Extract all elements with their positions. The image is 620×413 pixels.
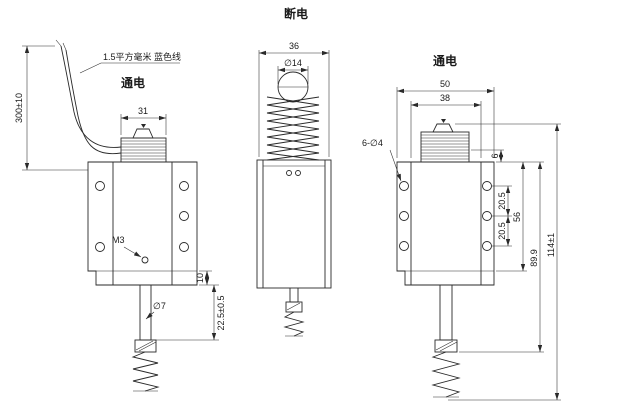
dim-top-offset: 6 [471, 149, 544, 163]
plunger-shaft [434, 285, 458, 353]
left-state-label: 通电 [121, 75, 145, 90]
dim-overall-width: 50 [396, 79, 495, 158]
bottom-spring [283, 311, 305, 337]
dim-tube-dia: ∅14 [277, 58, 309, 84]
dim-hole-pitch-bottom: 20.5 [492, 216, 512, 247]
solenoid-body [256, 159, 332, 289]
dim-depth-label: 36 [289, 41, 299, 51]
terminal-hole [286, 170, 292, 176]
plunger-tip [432, 119, 454, 133]
right-view: 通电 50 38 6-∅4 [362, 53, 561, 401]
dim-overall-width-label: 50 [440, 79, 450, 89]
dim-coil-width-label: 31 [138, 106, 148, 116]
dim-plate-thickness: 10 [195, 270, 219, 286]
frame-body [396, 161, 495, 286]
return-spring [131, 351, 160, 392]
dim-inner-width-label: 38 [440, 93, 450, 103]
dim-tube-dia-label: ∅14 [284, 58, 302, 68]
dim-top-offset-label: 6 [490, 153, 500, 158]
dim-wire-length-label: 300±10 [14, 93, 24, 123]
left-view: 1.5平方毫米 蓝色线 通电 300±10 31 [14, 39, 226, 392]
dim-coil-width: 31 [120, 106, 167, 135]
dim-body-length: 89.9 [459, 162, 544, 353]
terminal-hole [295, 170, 301, 176]
dim-depth: 36 [258, 41, 330, 157]
dim-frame-height: 56 [496, 162, 527, 272]
plunger-tip [132, 124, 154, 139]
drawing-title: 断电 [284, 6, 308, 21]
lead-wires [55, 39, 122, 155]
extended-spring [266, 96, 320, 161]
plunger-shaft [134, 285, 157, 353]
shaft-dia-callout: ∅7 [145, 301, 166, 320]
dim-frame-height-label: 56 [512, 212, 522, 222]
middle-view: 36 ∅14 [256, 41, 332, 337]
thread-callout: M3 [112, 235, 149, 264]
dim-hole-pitch-bottom-label: 20.5 [497, 222, 507, 240]
dim-hole-pitch-top: 20.5 [492, 185, 512, 217]
wire-label-leader [79, 62, 180, 74]
return-spring [431, 351, 461, 398]
mounting-holes [95, 181, 189, 252]
frame-body [87, 161, 198, 286]
wire-label: 1.5平方毫米 蓝色线 [103, 51, 181, 62]
thread-label: M3 [112, 235, 125, 245]
shaft-dia-label: ∅7 [153, 301, 166, 311]
mount-holes-label: 6-∅4 [362, 138, 383, 148]
coil-stack [420, 131, 470, 163]
spring-top-loop [277, 71, 309, 103]
dim-inner-width: 38 [410, 93, 482, 158]
right-state-label: 通电 [433, 53, 457, 68]
mounting-holes [399, 181, 492, 251]
mount-holes-callout: 6-∅4 [362, 138, 402, 182]
dim-plate-label: 10 [195, 273, 205, 283]
coil-stack [120, 137, 167, 163]
dim-wire-length: 300±10 [14, 45, 88, 171]
dim-hole-pitch-top-label: 20.5 [497, 192, 507, 210]
dim-stroke-label: 22.5±0.5 [216, 296, 226, 331]
dim-stroke: 22.5±0.5 [153, 285, 226, 341]
dim-overall-length-label: 114±1 [546, 233, 556, 257]
dim-overall-length: 114±1 [448, 123, 561, 401]
dim-body-length-label: 89.9 [529, 249, 539, 267]
bottom-shaft [285, 288, 303, 313]
